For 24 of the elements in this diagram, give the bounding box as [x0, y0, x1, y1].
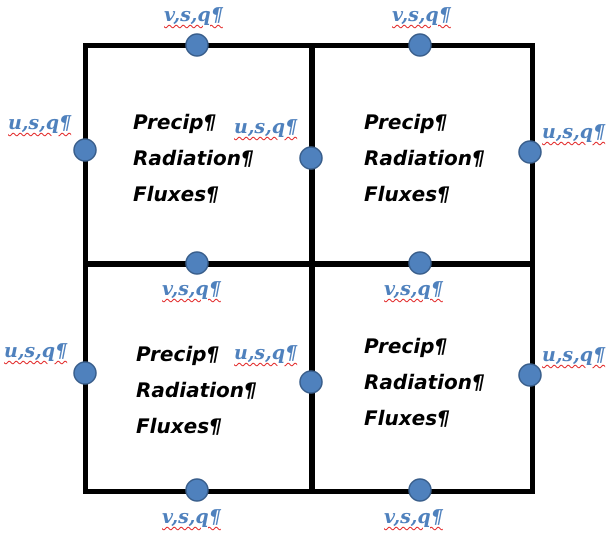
cell-text: Radiation¶	[133, 146, 254, 170]
cell-text: Radiation¶	[136, 378, 257, 402]
cell-text: Precip¶	[136, 342, 220, 366]
cell-text: Fluxes¶	[364, 406, 450, 430]
variable-label: u,s,q¶	[234, 342, 298, 364]
variable-label: v,s,q¶	[384, 278, 443, 300]
cell-text: Precip¶	[364, 110, 448, 134]
variable-label: v,s,q¶	[162, 278, 221, 300]
variable-label: v,s,q¶	[384, 506, 443, 528]
cell-text: Precip¶	[364, 334, 448, 358]
variable-label: v,s,q¶	[162, 506, 221, 528]
variable-label: v,s,q¶	[164, 4, 223, 26]
variable-label: v,s,q¶	[392, 4, 451, 26]
cell-text: Precip¶	[133, 110, 216, 134]
cell-text: Radiation¶	[364, 370, 485, 394]
cell-text: Fluxes¶	[136, 414, 222, 438]
cell-text: Fluxes¶	[364, 182, 450, 206]
cell-text: Fluxes¶	[133, 182, 219, 206]
cell-text: Radiation¶	[364, 146, 485, 170]
variable-label: u,s,q¶	[234, 116, 298, 138]
variable-label: u,s,q¶	[4, 340, 68, 362]
variable-label: u,s,q¶	[542, 121, 606, 143]
variable-label: u,s,q¶	[8, 112, 72, 134]
variable-label: u,s,q¶	[542, 344, 606, 366]
